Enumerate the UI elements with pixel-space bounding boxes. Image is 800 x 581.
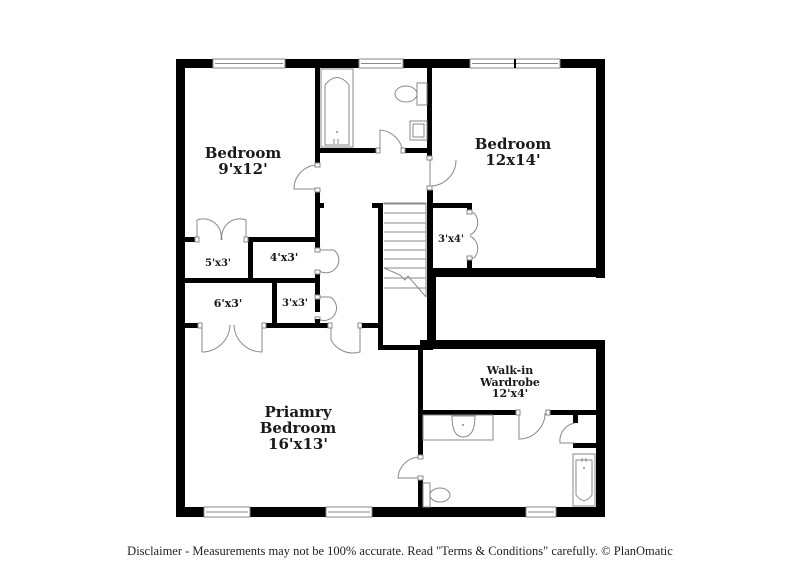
room-name: Walk-in — [486, 364, 534, 377]
disclaimer-text: Disclaimer - Measurements may not be 100… — [127, 544, 673, 558]
sink-icon — [409, 120, 428, 141]
room-label-closet-4x3: 4'x3' — [270, 252, 299, 264]
room-dimensions: 3'x3' — [281, 298, 309, 309]
bathtub-icon — [572, 453, 596, 507]
room-dimensions: 9'x12' — [218, 159, 268, 178]
room-label-closet-3x3: 3'x3' — [281, 298, 309, 310]
room-label-bedroom-9x12: Bedroom 9'x12' — [204, 144, 282, 178]
room-name: Bedroom — [259, 418, 337, 437]
room-name: Priamry — [264, 403, 332, 421]
room-label-bedroom-12x14: Bedroom 12x14' — [474, 135, 552, 169]
room-name: Bedroom — [204, 144, 282, 162]
master-bath — [397, 349, 605, 508]
hall-bathroom — [315, 59, 432, 154]
toilet-icon — [394, 85, 418, 103]
left-closets — [185, 153, 378, 354]
windows — [203, 58, 561, 518]
room-label-closet-3x4: 3'x4' — [437, 234, 465, 246]
room-dimensions: 16'x13' — [268, 434, 328, 453]
room-dimensions: 5'x3' — [204, 258, 232, 269]
room-label-closet-5x3: 5'x3' — [204, 258, 232, 270]
room-label-closet-6x3: 6'x3' — [214, 298, 243, 310]
staircase — [372, 190, 433, 350]
room-name: Wardrobe — [480, 375, 540, 389]
room-dimensions: 12x14' — [485, 150, 541, 169]
room-label-walk-in-wardrobe: Walk-in Wardrobe 12'x4' — [480, 365, 540, 400]
bathtub-icon — [320, 68, 354, 148]
room-label-primary-bedroom: Priamry Bedroom 16'x13' — [259, 403, 337, 453]
room-dimensions: 3'x4' — [437, 234, 465, 245]
room-dimensions: 12'x4' — [491, 387, 529, 401]
room-name: Bedroom — [474, 135, 552, 153]
sink-icon — [451, 415, 476, 438]
room-dimensions: 4'x3' — [269, 251, 299, 264]
right-bedroom-doors — [426, 150, 479, 268]
toilet-icon — [429, 487, 451, 503]
room-dimensions: 6'x3' — [213, 297, 243, 310]
